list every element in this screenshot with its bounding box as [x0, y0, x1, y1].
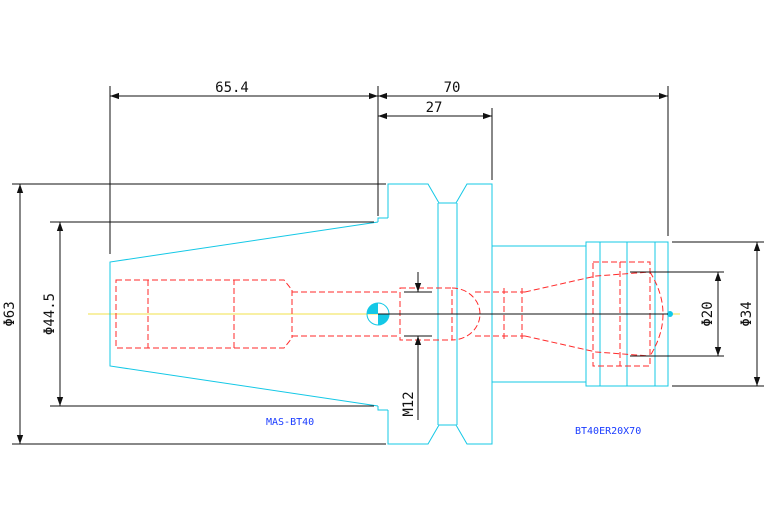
- dim-d20-text: Φ20: [700, 301, 716, 326]
- gauge-circle-fill-2: [367, 303, 378, 314]
- holder-label: BT40ER20X70: [575, 426, 641, 437]
- dim-65-4-text: 65.4: [215, 80, 249, 96]
- hidden-bore-cone-bottom: [234, 337, 293, 349]
- dim-70-text: 70: [444, 80, 461, 96]
- gauge-circle-fill-1: [378, 314, 389, 325]
- hidden-collet-cone-top: [524, 271, 651, 293]
- body-top: [492, 245, 587, 262]
- dimension-lines: [12, 86, 764, 445]
- taper-step-bottom: [377, 406, 388, 411]
- nose-dot: [667, 311, 673, 317]
- hidden-arc: [451, 287, 481, 341]
- dim-m12-text: M12: [401, 391, 417, 416]
- dim-d63-text: Φ63: [2, 301, 18, 326]
- hidden-nose-arc: [649, 271, 664, 357]
- taper-shank: [109, 221, 379, 407]
- taper-step-top: [377, 217, 388, 222]
- dim-d34-text: Φ34: [739, 301, 755, 326]
- dim-d44-text: Φ44.5: [42, 293, 58, 335]
- hidden-bore-cone-top: [234, 279, 293, 291]
- dim-27-text: 27: [426, 100, 443, 116]
- hidden-collet-cone-bottom: [524, 335, 651, 357]
- body-bottom: [492, 366, 587, 383]
- hidden-pullstud-bore: [115, 279, 235, 349]
- shank-label: MAS-BT40: [266, 417, 314, 428]
